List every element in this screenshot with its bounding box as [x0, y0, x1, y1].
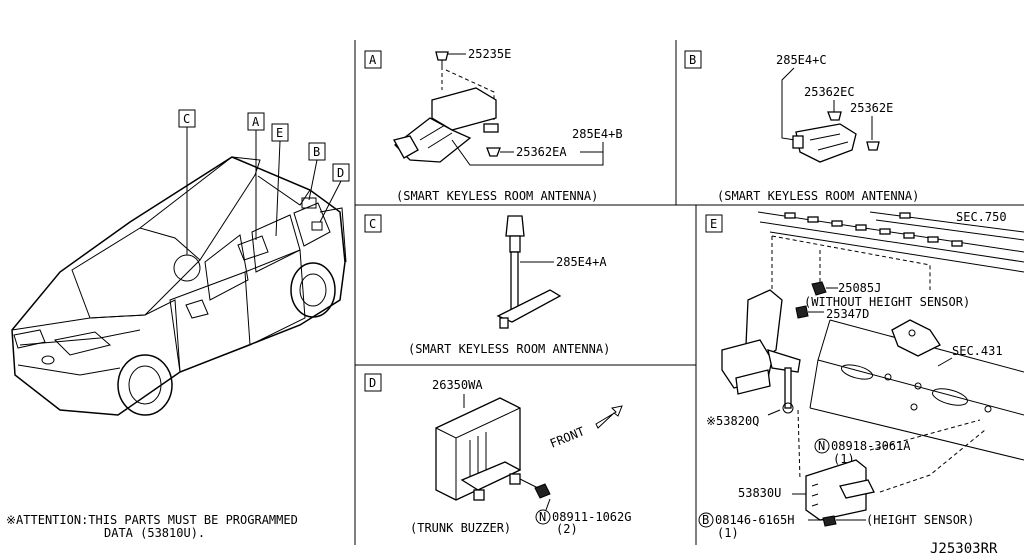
panel-borders — [354, 40, 1024, 545]
connector-icon — [505, 215, 525, 237]
part-25085j-label: 25085J — [838, 281, 881, 295]
callout-c-letter: C — [183, 112, 190, 126]
part-285e4c-label: 285E4+C — [776, 53, 827, 67]
part-25362ec-label: 25362EC — [804, 85, 855, 99]
nut-symbol-icon — [535, 509, 551, 525]
antenna-rod — [510, 251, 519, 313]
part-25347d-label: 25347D — [826, 307, 869, 321]
attention-note-line1: ※ATTENTION:THIS PARTS MUST BE PROGRAMMED — [6, 513, 298, 527]
sec-431-label: SEC.431 — [952, 344, 1003, 358]
vehicle-overview — [11, 156, 347, 416]
part-25235e-label: 25235E — [468, 47, 511, 61]
part-08146-label: 08146-6165H — [715, 513, 794, 527]
nut-symbol-n-letter: N — [818, 439, 825, 453]
callout-b-letter: B — [313, 145, 320, 159]
antenna-body — [431, 87, 497, 131]
bolt-symbol-icon — [698, 512, 714, 528]
panel-b-letter: B — [689, 53, 696, 67]
part-08146-qty: (1) — [717, 526, 739, 540]
callout-a-letter: A — [252, 115, 260, 129]
antenna-bracket — [496, 289, 562, 323]
panel-d: D 26350WA FRONT N 08911-1062G (2) (TRUNK… — [364, 373, 631, 536]
panel-e-letter: E — [710, 217, 717, 231]
panel-c: C 285E4+A (SMART KEYLESS ROOM ANTENNA) — [364, 214, 610, 356]
panel-b: B 285E4+C 25362EC 25362E (SMART KEYLESS … — [684, 50, 919, 203]
callout-e-letter: E — [276, 126, 283, 140]
attention-note-line2: DATA (53810U). — [104, 526, 205, 540]
bolt-symbol-b-letter: B — [702, 513, 709, 527]
nut-symbol-icon — [814, 438, 830, 454]
callout-d-letter: D — [337, 166, 344, 180]
panel-d-letter: D — [369, 376, 376, 390]
panel-d-caption: (TRUNK BUZZER) — [410, 521, 511, 535]
sec-750-label: SEC.750 — [956, 210, 1007, 224]
panel-c-letter: C — [369, 217, 376, 231]
part-26350wa-label: 26350WA — [432, 378, 483, 392]
part-285e4a-label: 285E4+A — [556, 255, 607, 269]
part-285e4b-label: 285E4+B — [572, 127, 623, 141]
clip-icon — [435, 51, 449, 61]
clip-icon — [866, 141, 880, 151]
part-08911-qty: (2) — [556, 522, 578, 536]
panel-a: A 25235E 25362EA 285E4+B (SMART KEYLESS … — [364, 47, 623, 203]
part-25362ea-label: 25362EA — [516, 145, 567, 159]
front-label: FRONT — [548, 424, 587, 451]
without-height-sensor-label: (WITHOUT HEIGHT SENSOR) — [804, 295, 970, 309]
panel-c-caption: (SMART KEYLESS ROOM ANTENNA) — [408, 342, 610, 356]
front-arrow-icon — [595, 405, 623, 429]
drawing-number: J25303RR — [930, 541, 998, 557]
lower-bracket — [805, 459, 867, 521]
part-53820q-label: ※53820Q — [706, 414, 759, 428]
height-sensor-label: (HEIGHT SENSOR) — [866, 513, 974, 527]
nut-icon — [811, 281, 827, 296]
part-25362e-label: 25362E — [850, 101, 893, 115]
clip-icon — [827, 111, 842, 121]
panel-a-caption: (SMART KEYLESS ROOM ANTENNA) — [396, 189, 598, 203]
antenna-body — [795, 123, 857, 163]
part-08911-label: 08911-1062G — [552, 510, 631, 524]
bolt-icon — [795, 305, 809, 319]
car-callouts: C A E B D — [178, 109, 350, 255]
panel-b-caption: (SMART KEYLESS ROOM ANTENNA) — [717, 189, 919, 203]
panel-a-letter: A — [369, 53, 377, 67]
clip-icon — [486, 147, 501, 157]
part-08918-label: 08918-3061A — [831, 439, 911, 453]
part-53830u-label: 53830U — [738, 486, 781, 500]
panel-e: E SEC.750 SEC.431 — [698, 210, 1024, 540]
nut-symbol-letter: N — [539, 510, 546, 524]
